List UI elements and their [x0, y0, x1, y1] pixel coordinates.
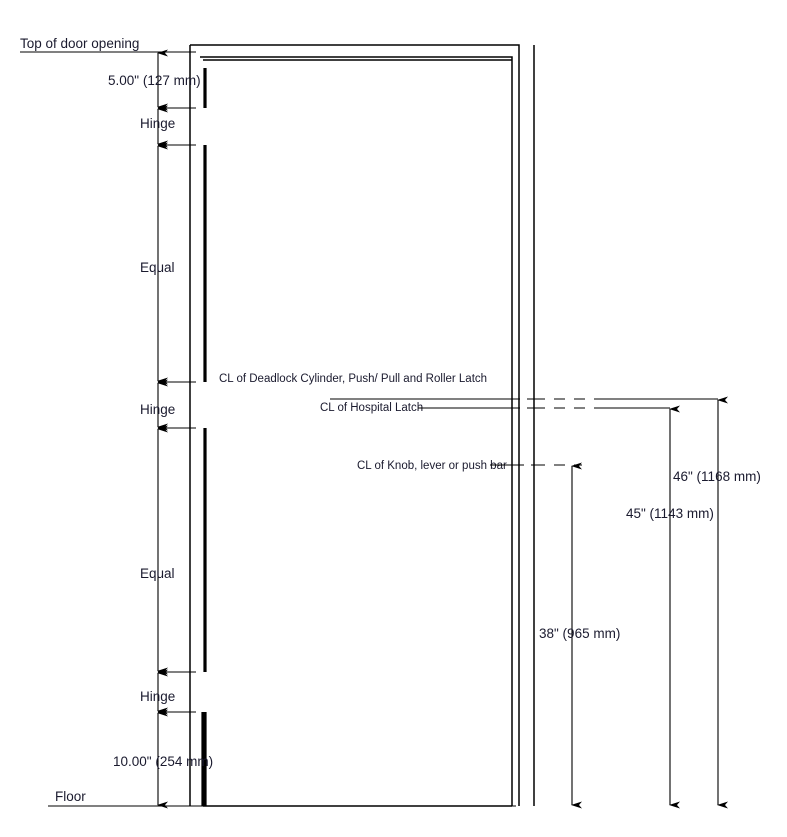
- left-dimension-chain: 5.00" (127 mm) Hinge Equal Hinge Equal H…: [108, 49, 213, 809]
- door-frame-group: [189, 44, 535, 806]
- frame-outer-outline: [190, 44, 520, 806]
- centerline-callouts: CL of Deadlock Cylinder, Push/ Pull and …: [219, 373, 718, 472]
- reference-lines-group: Top of door opening Floor: [20, 36, 516, 807]
- dim-label-equal-upper: Equal: [140, 260, 175, 275]
- door-leaf-group: [201, 59, 512, 807]
- dim-label-hospital-latch-height: 45" (1143 mm): [626, 506, 714, 521]
- cl-knob-label: CL of Knob, lever or push bar: [357, 460, 507, 472]
- cl-deadlock-label: CL of Deadlock Cylinder, Push/ Pull and …: [219, 373, 487, 385]
- frame-inner-rebate: [200, 56, 513, 806]
- dim-label-knob-height: 38" (965 mm): [539, 626, 620, 641]
- dim-label-hinge-bottom: Hinge: [140, 689, 175, 704]
- floor-label: Floor: [55, 789, 86, 804]
- dim-label-bottom-offset: 10.00" (254 mm): [113, 754, 213, 769]
- dim-label-deadlock-height: 46" (1168 mm): [673, 469, 761, 484]
- dim-label-hinge-middle: Hinge: [140, 402, 175, 417]
- dim-label-hinge-top: Hinge: [140, 116, 175, 131]
- dim-label-equal-lower: Equal: [140, 566, 175, 581]
- cl-hospital-latch-label: CL of Hospital Latch: [320, 402, 423, 414]
- top-of-door-opening-label: Top of door opening: [20, 36, 139, 51]
- right-dimension-group: 46" (1168 mm) 45" (1143 mm) 38" (965 mm): [539, 396, 761, 809]
- dim-label-top-offset: 5.00" (127 mm): [108, 73, 201, 88]
